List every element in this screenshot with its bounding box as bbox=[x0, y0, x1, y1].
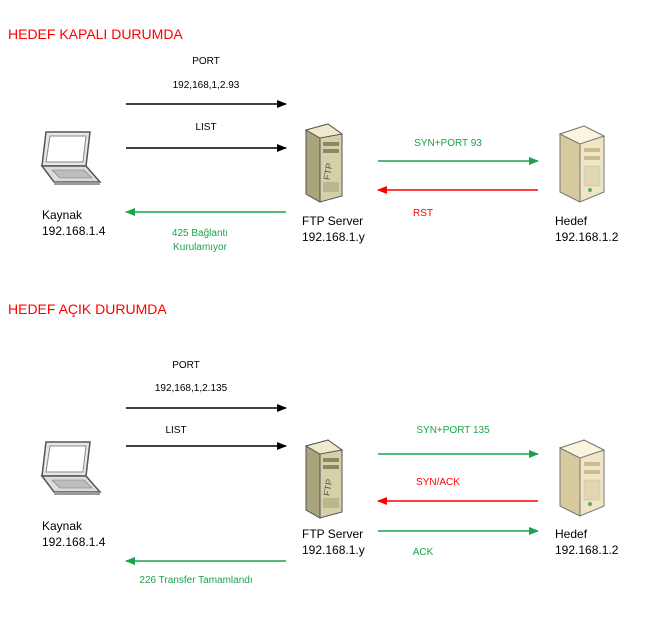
server-tower-icon bbox=[559, 439, 605, 517]
server-ip: 192.168.1.y bbox=[302, 543, 365, 557]
ftp-server-icon bbox=[305, 439, 343, 519]
section-title-closed: HEDEF KAPALI DURUMDA bbox=[8, 26, 183, 42]
target-ip: 192.168.1.2 bbox=[555, 543, 619, 557]
client-ip: 192.168.1.4 bbox=[42, 535, 106, 549]
list-label: LIST bbox=[165, 425, 187, 436]
port-label: PORT bbox=[192, 56, 220, 67]
ftp-server-icon bbox=[305, 123, 343, 203]
section-title-open: HEDEF AÇIK DURUMDA bbox=[8, 301, 167, 317]
server-node-top: FTP Server 192.168.1.y bbox=[302, 213, 365, 245]
target-ip: 192.168.1.2 bbox=[555, 230, 619, 244]
target-node-bottom: Hedef 192.168.1.2 bbox=[555, 526, 618, 558]
target-node-top: Hedef 192.168.1.2 bbox=[555, 213, 618, 245]
client-node-top: Kaynak 192.168.1.4 bbox=[42, 207, 105, 239]
synack-label: SYN/ACK bbox=[416, 477, 460, 488]
server-node-bottom: FTP Server 192.168.1.y bbox=[302, 526, 365, 558]
reply-line1: 425 Bağlantı bbox=[171, 228, 229, 239]
server-ip: 192.168.1.y bbox=[302, 230, 365, 244]
syn-label: SYN+PORT 93 bbox=[414, 138, 482, 149]
target-name: Hedef bbox=[555, 527, 588, 541]
reply-line2: Kurulamıyor bbox=[173, 242, 227, 253]
client-ip: 192.168.1.4 bbox=[42, 224, 106, 238]
server-name: FTP Server bbox=[302, 527, 364, 541]
server-tower-icon bbox=[559, 125, 605, 203]
laptop-icon bbox=[41, 131, 101, 186]
port-address: 192,168,1,2.93 bbox=[172, 80, 240, 91]
client-name: Kaynak bbox=[42, 519, 83, 533]
server-name: FTP Server bbox=[302, 214, 364, 228]
port-label: PORT bbox=[172, 360, 200, 371]
laptop-icon bbox=[41, 441, 101, 496]
reply-text-top: 425 Bağlantı Kurulamıyor bbox=[150, 227, 250, 255]
reply-text-bottom: 226 Transfer Tamamlandı bbox=[139, 575, 253, 586]
port-address: 192,168,1,2.135 bbox=[154, 383, 228, 394]
syn-label: SYN+PORT 135 bbox=[416, 425, 490, 436]
target-name: Hedef bbox=[555, 214, 588, 228]
list-label: LIST bbox=[195, 122, 217, 133]
client-node-bottom: Kaynak 192.168.1.4 bbox=[42, 518, 105, 550]
ack-label: ACK bbox=[412, 547, 434, 558]
rst-label: RST bbox=[413, 208, 433, 219]
client-name: Kaynak bbox=[42, 208, 83, 222]
